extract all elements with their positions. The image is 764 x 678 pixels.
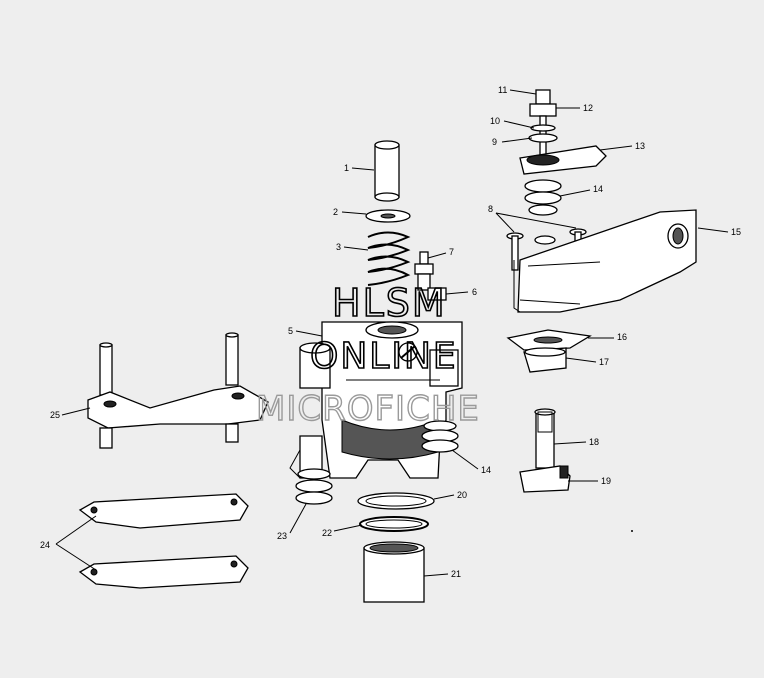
- part-19-cam: [519, 465, 571, 493]
- stray-dot: [631, 530, 633, 532]
- callout-16: 16: [617, 332, 627, 342]
- callout-22: 22: [322, 528, 332, 538]
- part-20-seal: [357, 492, 435, 510]
- part-16-plate: [506, 329, 592, 351]
- callout-18: 18: [589, 437, 599, 447]
- part-24-pads: [78, 493, 249, 589]
- callout-13: 13: [635, 141, 645, 151]
- callout-14-upper: 14: [593, 184, 603, 194]
- callout-17: 17: [599, 357, 609, 367]
- callout-19: 19: [601, 476, 611, 486]
- callout-5: 5: [288, 326, 293, 336]
- watermark-line-1: HLSM: [332, 281, 447, 325]
- callout-24: 24: [40, 540, 50, 550]
- callout-8: 8: [488, 204, 493, 214]
- part-3-spring: [367, 231, 411, 286]
- part-7-bleeder: [414, 251, 434, 291]
- watermark-line-3: MICROFICHE: [256, 389, 480, 429]
- part-14-boot-upper: [524, 179, 562, 216]
- part-22-seal: [359, 516, 429, 532]
- callout-25: 25: [50, 410, 60, 420]
- callout-9: 9: [492, 137, 497, 147]
- callout-21: 21: [451, 569, 461, 579]
- leader-lines: [55, 89, 729, 577]
- callout-15: 15: [731, 227, 741, 237]
- watermark: HLSM ONLINE MICROFICHE: [255, 280, 480, 430]
- part-25-bracket: [87, 332, 269, 449]
- part-14-boot-lower: [421, 420, 459, 453]
- part-1-pin: [374, 140, 400, 202]
- callout-11: 11: [498, 85, 507, 95]
- callout-1: 1: [344, 163, 349, 173]
- part-2-washer: [365, 209, 411, 223]
- part-11-12-nut-stud: [528, 89, 558, 157]
- part-23-boot: [295, 468, 333, 505]
- callout-3: 3: [336, 242, 341, 252]
- callout-14-lower: 14: [481, 465, 491, 475]
- callout-labels: 1 2 3 5 6 7 8 9 10 11 12 13 14 14 15 16 …: [40, 85, 741, 579]
- part-15-lever: [513, 209, 697, 313]
- part-21-piston: [363, 541, 425, 603]
- part-18-shaft: [534, 408, 556, 469]
- callout-12: 12: [583, 103, 593, 113]
- callout-23: 23: [277, 531, 287, 541]
- callout-7: 7: [449, 247, 454, 257]
- callout-10: 10: [490, 116, 500, 126]
- part-13-arm: [519, 145, 607, 175]
- callout-20: 20: [457, 490, 467, 500]
- callout-2: 2: [333, 207, 338, 217]
- watermark-line-2: ONLINE: [310, 336, 458, 377]
- callout-6: 6: [472, 287, 477, 297]
- part-17-nut: [523, 347, 567, 373]
